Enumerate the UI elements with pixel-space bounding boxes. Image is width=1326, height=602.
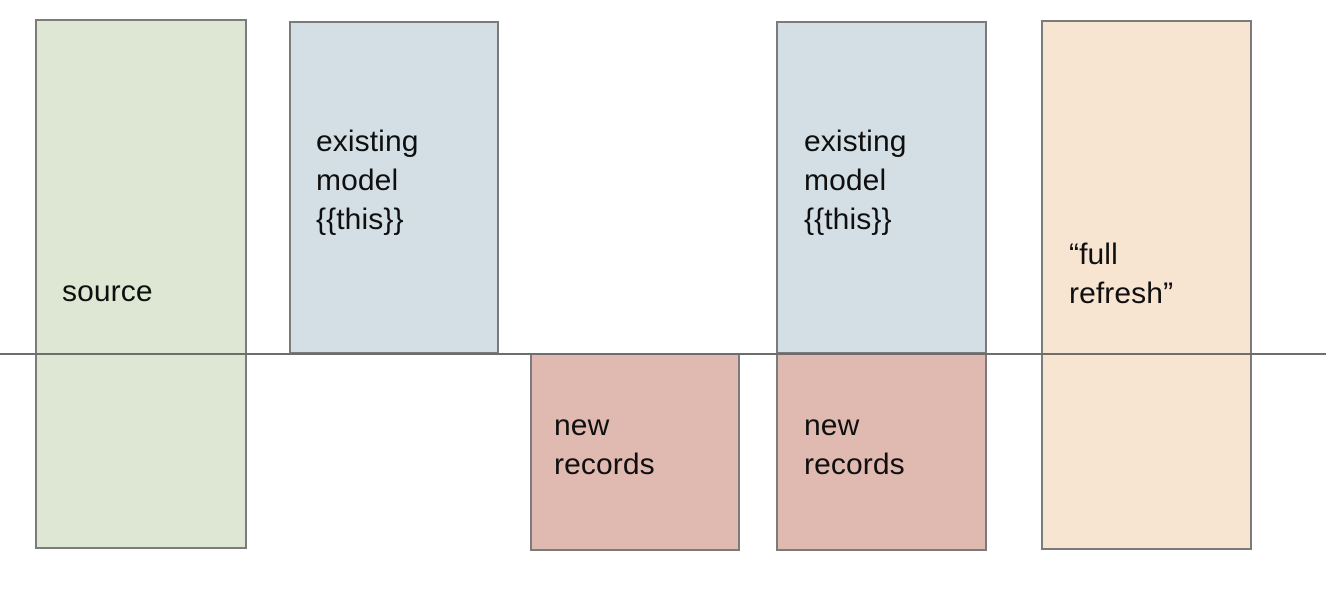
box-new-records-1[interactable]: new records: [530, 353, 740, 551]
box-source-label: source: [62, 275, 153, 308]
box-existing-model-2-label: existing model {{this}}: [804, 125, 907, 236]
box-new-records-2[interactable]: new records: [776, 353, 987, 551]
box-full-refresh-label: “full refresh”: [1069, 238, 1174, 310]
box-full-refresh[interactable]: “full refresh”: [1041, 20, 1252, 550]
box-existing-model-1-label: existing model {{this}}: [316, 125, 419, 236]
box-existing-model-2[interactable]: existing model {{this}}: [776, 21, 987, 354]
box-new-records-2-label: new records: [804, 409, 905, 481]
horizontal-divider-line: [0, 353, 1326, 355]
box-source[interactable]: source: [35, 19, 247, 549]
box-existing-model-1[interactable]: existing model {{this}}: [289, 21, 499, 354]
box-new-records-1-label: new records: [554, 409, 655, 481]
